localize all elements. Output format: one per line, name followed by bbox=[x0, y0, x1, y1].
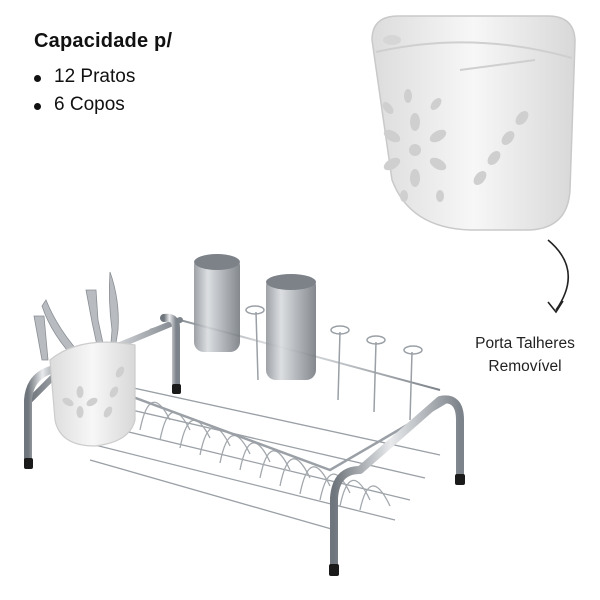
capacity-block: Capacidade p/ 12 Pratos 6 Copos bbox=[34, 30, 172, 119]
dish-rack-image bbox=[24, 254, 465, 576]
curved-arrow-icon bbox=[547, 239, 569, 314]
cutlery-holder-image bbox=[371, 15, 576, 231]
cutlery-holder-caption: Porta Talheres Removível bbox=[455, 332, 595, 378]
capacity-title: Capacidade p/ bbox=[34, 30, 173, 52]
glass-left bbox=[194, 254, 240, 352]
bullet-icon bbox=[34, 75, 41, 82]
glass-right bbox=[266, 274, 316, 380]
caption-line-1: Porta Talheres bbox=[475, 335, 575, 352]
list-item: 6 Copos bbox=[34, 91, 172, 119]
rack-foot bbox=[329, 564, 339, 576]
capacity-item-cups: 6 Copos bbox=[54, 94, 125, 115]
rack-foot bbox=[455, 474, 465, 485]
caption-line-2: Removível bbox=[488, 358, 562, 375]
list-item: 12 Pratos bbox=[34, 63, 172, 91]
capacity-list: 12 Pratos 6 Copos bbox=[34, 63, 172, 119]
cutlery-holder-on-rack bbox=[49, 341, 136, 447]
capacity-item-plates: 12 Pratos bbox=[54, 66, 136, 87]
bullet-icon bbox=[34, 103, 41, 110]
flower-pattern bbox=[382, 89, 529, 202]
rack-foot bbox=[172, 384, 181, 394]
rack-foot bbox=[24, 458, 33, 469]
